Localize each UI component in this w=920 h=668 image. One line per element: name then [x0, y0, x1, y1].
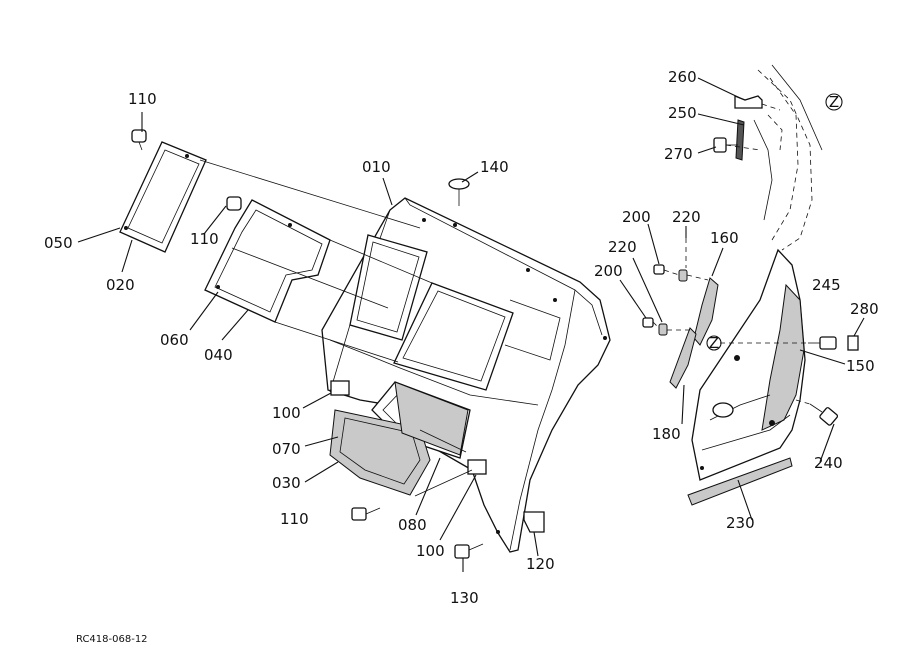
callout-030: 030: [272, 474, 301, 492]
part-220-nut-lower: [658, 323, 668, 336]
drawing-code: RC418-068-12: [76, 634, 148, 645]
part-230-rail: [687, 457, 793, 506]
part-280-spacer: [847, 335, 859, 351]
callout-120: 120: [526, 555, 555, 573]
callout-080: 080: [398, 516, 427, 534]
svg-text:Z: Z: [829, 93, 839, 111]
callout-130: 130: [450, 589, 479, 607]
callout-245: 245: [812, 276, 841, 294]
zone-marker-mid: Z: [706, 334, 722, 352]
callout-220-top: 220: [672, 208, 701, 226]
callout-070: 070: [272, 440, 301, 458]
leader-lines: [77, 77, 865, 572]
callout-220-mid: 220: [608, 238, 637, 256]
part-270-bolt: [713, 137, 738, 153]
part-240-bolt: [809, 403, 839, 426]
callout-110-top: 110: [128, 90, 157, 108]
callout-060: 060: [160, 331, 189, 349]
part-220-nut-upper: [678, 269, 688, 282]
part-150-bolt: [808, 336, 837, 350]
part-110-screw-mid: [226, 196, 242, 211]
callout-250: 250: [668, 104, 697, 122]
part-010-main-panel: [321, 197, 611, 553]
cab-frame-outline: [753, 64, 823, 251]
callout-010: 010: [362, 158, 391, 176]
part-200-screw-lower: [642, 317, 654, 328]
svg-text:Z: Z: [709, 334, 719, 352]
part-140-plug: [448, 178, 470, 206]
part-080-seal: [394, 381, 469, 456]
part-040-inner-panel: [204, 199, 331, 323]
callout-230: 230: [726, 514, 755, 532]
zone-marker-top: Z: [825, 93, 843, 111]
callout-040: 040: [204, 346, 233, 364]
callout-280: 280: [850, 300, 879, 318]
callout-100-left: 100: [272, 404, 301, 422]
callout-020: 020: [106, 276, 135, 294]
part-180-trim: [669, 327, 697, 389]
part-120-bracket: [523, 511, 545, 533]
callout-110-mid: 110: [190, 230, 219, 248]
callout-200-top: 200: [622, 208, 651, 226]
part-245-side-panel: [691, 248, 806, 481]
callout-050: 050: [44, 234, 73, 252]
callout-150: 150: [846, 357, 875, 375]
part-130-bolt: [454, 543, 484, 559]
part-160-trim: [693, 277, 719, 346]
callout-260: 260: [668, 68, 697, 86]
callout-270: 270: [664, 145, 693, 163]
part-110-screw-lower: [351, 507, 381, 521]
callout-160: 160: [710, 229, 739, 247]
callout-240: 240: [814, 454, 843, 472]
callout-200-mid: 200: [594, 262, 623, 280]
callout-110-lower: 110: [280, 510, 309, 528]
callout-180: 180: [652, 425, 681, 443]
part-020-cover-panel: [119, 141, 207, 253]
callout-140: 140: [480, 158, 509, 176]
callout-100-right: 100: [416, 542, 445, 560]
part-250-washer: [735, 119, 745, 161]
part-200-screw-upper: [653, 264, 665, 275]
part-110-screw-top: [131, 129, 147, 151]
